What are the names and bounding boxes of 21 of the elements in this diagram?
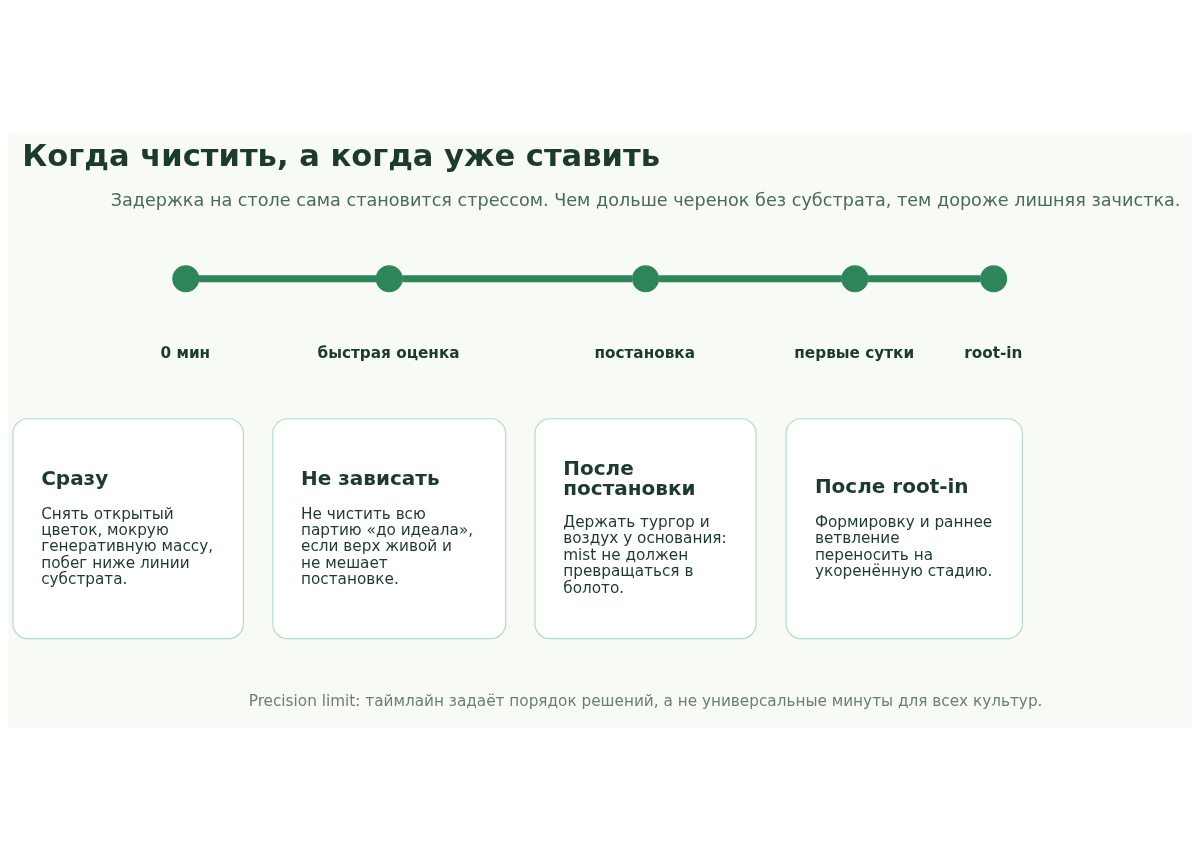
node-circle xyxy=(632,264,660,292)
label: Precision limit: таймлайн задаёт порядок решений, а не универсальные минуты для всех культур. xyxy=(248,691,1043,710)
connector xyxy=(658,274,842,282)
connector xyxy=(867,274,981,282)
node-label: 0 мин xyxy=(160,343,211,362)
node-label: первые сутки xyxy=(794,343,915,362)
node-circle xyxy=(980,264,1008,292)
diagram-title: Когда чистить, а когда уже ставить xyxy=(22,137,661,173)
node-label: быстрая оценка xyxy=(317,343,460,362)
node-box: После постановки Держать тургор и воздух у основания: mist не должен превращаться в болото. xyxy=(534,417,757,639)
node-circle xyxy=(841,264,869,292)
node-circle xyxy=(375,264,403,292)
label: Задержка на столе сама становится стрессом. Чем дольше черенок без субстрата, тем дороже лишняя зачистка. xyxy=(110,189,1181,210)
node-label: постановка xyxy=(594,343,696,362)
node-circle xyxy=(172,264,200,292)
connector xyxy=(198,274,377,282)
node-box: Не зависать Не чистить всю партию «до идеала», если верх живой и не мешает постановке. xyxy=(272,417,507,639)
node-label: root-in xyxy=(964,343,1023,362)
node-box: Сразу Снять открытый цветок, мокрую генеративную массу, побег ниже линии субстрата. xyxy=(12,417,244,639)
connector xyxy=(402,274,633,282)
node-box: После root-in Формировку и раннее ветвление переносить на укоренённую стадию. xyxy=(785,417,1024,639)
